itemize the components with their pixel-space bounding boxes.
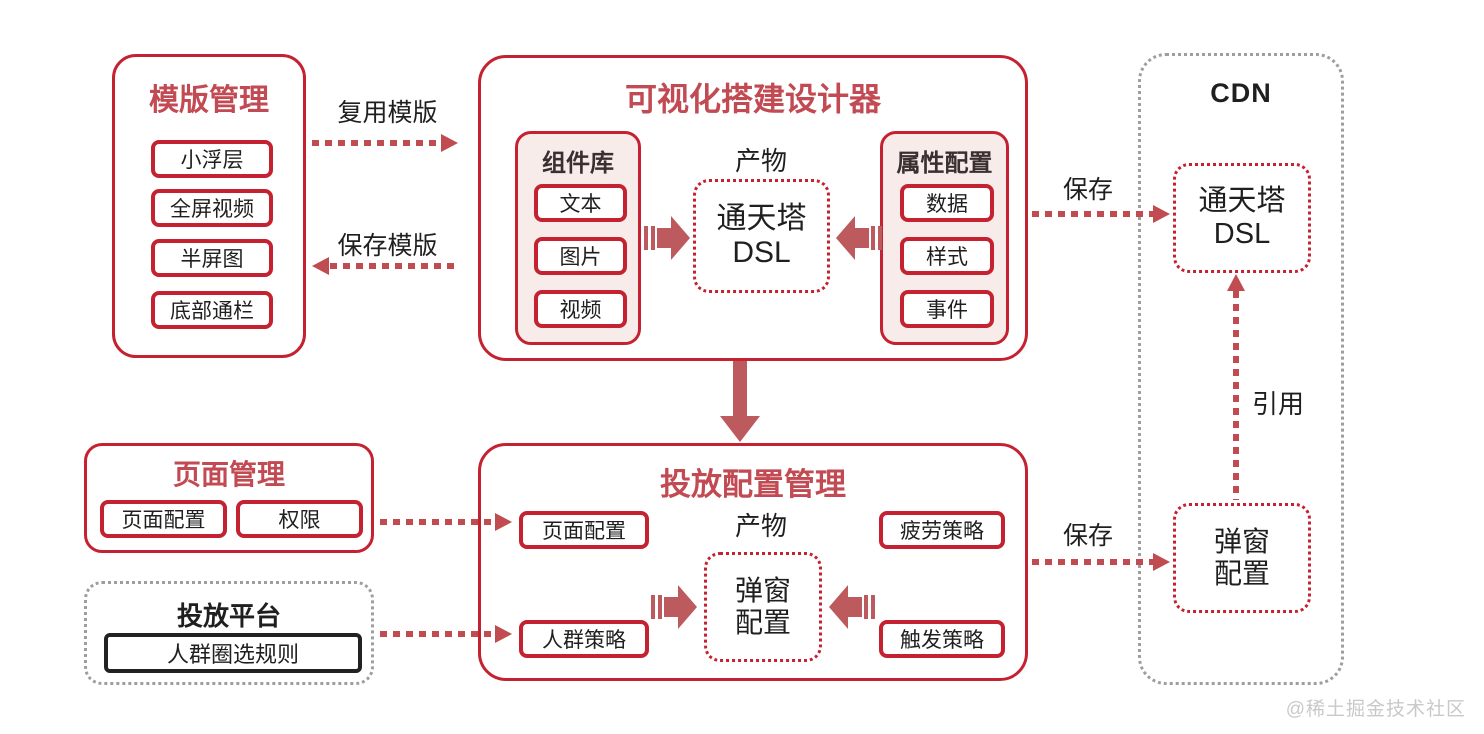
save-bottom-arrow-line [1032,559,1154,565]
save-template-arrow-line [330,263,458,269]
template-mgmt-box: 模版管理 小浮层 全屏视频 半屏图 底部通栏 [112,54,306,358]
component-item-text: 文本 [534,184,627,222]
platform-box: 投放平台 人群圈选规则 [84,581,374,685]
delivery-popup-line2: 配置 [734,607,791,638]
cdn-popup-line2: 配置 [1213,558,1270,589]
designer-box: 可视化搭建设计器 组件库 文本 图片 视频 产物 通天塔 DSL 属性配置 数据… [478,55,1028,361]
template-item-fullscreen-video: 全屏视频 [151,189,273,227]
right-to-popup-arrow-icon [829,585,875,629]
delivery-item-page-config: 页面配置 [519,511,649,549]
component-lib-panel: 组件库 文本 图片 视频 [515,131,641,345]
attr-config-panel: 属性配置 数据 样式 事件 [880,131,1009,345]
watermark: @稀土掘金技术社区 [1285,699,1466,720]
platform-title: 投放平台 [176,601,281,631]
component-lib-title: 组件库 [542,150,614,177]
delivery-box: 投放配置管理 页面配置 人群策略 产物 弹窗 配置 疲劳策略 触发策略 [478,443,1028,681]
save-top-label: 保存 [1062,176,1113,204]
designer-dsl-line2: DSL [732,236,791,269]
designer-dsl-line1: 通天塔 [716,201,807,235]
reuse-template-label: 复用模版 [337,99,438,127]
save-top-arrow-line [1032,211,1154,217]
save-top-arrowhead-icon [1153,205,1170,223]
save-template-arrowhead-icon [312,257,329,275]
cdn-box: CDN 通天塔 DSL 弹窗 配置 [1138,53,1344,685]
cdn-popup-box: 弹窗 配置 [1173,503,1311,613]
page-mgmt-to-delivery-arrow-line [380,519,496,525]
page-mgmt-item-permission: 权限 [236,500,363,538]
delivery-popup-line1: 弹窗 [734,574,791,606]
save-bottom-label: 保存 [1062,522,1113,550]
cdn-dsl-line2: DSL [1213,218,1271,250]
cdn-title: CDN [1210,78,1272,108]
cdn-dsl-box: 通天塔 DSL [1173,163,1311,273]
page-mgmt-box: 页面管理 页面配置 权限 [84,443,374,553]
template-item-bottom-bar: 底部通栏 [151,291,273,329]
platform-to-delivery-arrow-line [380,631,496,637]
designer-to-delivery-arrow-icon [720,361,760,442]
attr-item-event: 事件 [900,290,994,328]
cdn-dsl-line1: 通天塔 [1198,184,1286,217]
attr-config-title: 属性配置 [896,150,993,177]
template-item-small-float: 小浮层 [151,140,273,178]
component-item-video: 视频 [534,290,627,328]
reference-arrow-line [1233,291,1239,500]
template-item-halfscreen-img: 半屏图 [151,239,273,277]
reference-label: 引用 [1252,389,1305,419]
designer-title: 可视化搭建设计器 [624,81,881,117]
attrs-to-dsl-arrow-icon [836,216,882,260]
reference-arrowhead-icon [1227,274,1245,291]
save-bottom-arrowhead-icon [1153,553,1170,571]
delivery-popup-box: 弹窗 配置 [704,552,822,662]
template-mgmt-title: 模版管理 [149,84,269,117]
platform-item-audience-rules: 人群圈选规则 [104,633,362,673]
reuse-template-arrow-line [312,140,442,146]
page-mgmt-item-page-config: 页面配置 [100,500,227,538]
component-item-image: 图片 [534,237,627,275]
designer-dsl-box: 通天塔 DSL [693,179,830,293]
attr-item-style: 样式 [900,237,994,275]
page-mgmt-title: 页面管理 [172,459,285,490]
delivery-title: 投放配置管理 [660,467,846,502]
delivery-item-trigger-strategy: 触发策略 [879,620,1005,658]
left-to-popup-arrow-icon [651,585,697,629]
delivery-output-label: 产物 [734,511,787,541]
page-mgmt-to-delivery-arrowhead-icon [495,513,512,531]
delivery-item-audience-strategy: 人群策略 [519,620,649,658]
attr-item-data: 数据 [900,184,994,222]
components-to-dsl-arrow-icon [644,216,690,260]
platform-to-delivery-arrowhead-icon [495,625,512,643]
save-template-label: 保存模版 [337,232,438,260]
delivery-item-fatigue-strategy: 疲劳策略 [879,511,1005,549]
cdn-popup-line1: 弹窗 [1213,525,1270,557]
reuse-template-arrowhead-icon [441,134,458,152]
designer-output-label: 产物 [734,146,787,176]
